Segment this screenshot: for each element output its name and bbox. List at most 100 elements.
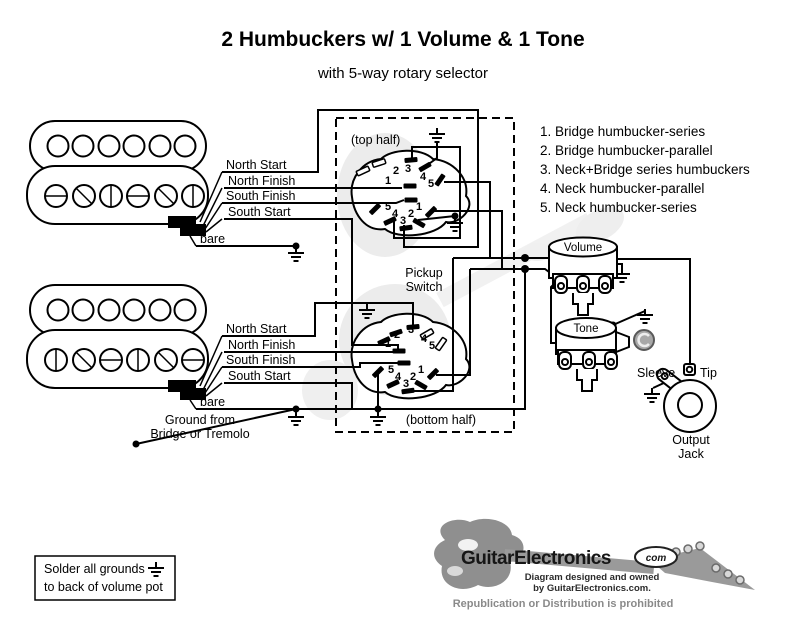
polepiece xyxy=(97,298,121,322)
logo-com-badge xyxy=(634,546,678,568)
switch-terminal xyxy=(377,336,391,346)
volume-mounting-bracket xyxy=(572,293,594,316)
solder-joint xyxy=(521,254,529,262)
lug-hole xyxy=(557,282,565,290)
polepiece xyxy=(71,298,95,322)
terminal-number: 2 xyxy=(394,329,400,341)
switch-terminal xyxy=(389,328,403,338)
wire-label: North Finish xyxy=(228,174,295,188)
switch-terminal xyxy=(386,379,400,389)
list-item: 5. Neck humbucker-series xyxy=(540,200,697,215)
wire-label: South Start xyxy=(228,369,291,383)
switch-terminal xyxy=(401,387,415,395)
wire-switch-link2 xyxy=(436,269,471,376)
switch-common-terminal xyxy=(392,348,406,354)
terminal-number: 1 xyxy=(385,175,391,187)
polepiece xyxy=(148,134,172,158)
tremolo-ground-note: Ground from xyxy=(165,413,235,427)
capacitor-lead xyxy=(615,330,630,354)
polepiece xyxy=(71,134,95,158)
terminal-number: 5 xyxy=(385,201,391,213)
terminal-number: 1 xyxy=(385,338,391,350)
switch-terminal xyxy=(418,161,432,173)
terminal-number: 2 xyxy=(408,208,414,220)
polepiece xyxy=(173,298,197,322)
solder-joint xyxy=(521,265,529,273)
tip-label: Tip xyxy=(700,366,717,380)
switch-terminal xyxy=(414,379,428,391)
footer-branding: GuitarElectronics com Diagram designed a… xyxy=(434,518,755,610)
bridge-humbucker xyxy=(26,284,209,400)
tone-label: Tone xyxy=(574,323,599,335)
switch-terminal xyxy=(399,224,413,232)
tuner xyxy=(711,563,721,573)
terminal-number: 2 xyxy=(410,371,416,383)
wire-bridge-south-start xyxy=(224,382,353,409)
solder-note-box: Solder all grounds to back of volume pot xyxy=(34,555,176,601)
logo-guitar-neck xyxy=(503,549,655,575)
ground-icon xyxy=(369,410,387,426)
screw-slot xyxy=(157,351,175,369)
wire-tone-ground xyxy=(612,310,646,326)
bottom-half-label: (bottom half) xyxy=(406,413,476,427)
wire-tremolo-ground xyxy=(135,408,297,445)
credit-line: Diagram designed and owned xyxy=(525,572,660,583)
output-jack-caption: Jack xyxy=(678,447,704,461)
wiring xyxy=(135,109,691,445)
switch-terminal xyxy=(434,173,446,187)
bridge-cable-jacket xyxy=(168,380,206,400)
tuner xyxy=(723,569,733,579)
lug-hole xyxy=(561,358,569,366)
tuner xyxy=(735,575,745,585)
jack-hole xyxy=(677,392,703,418)
tone-pot-top xyxy=(555,317,617,339)
watermark-speckle xyxy=(523,243,551,261)
lug-hole xyxy=(660,372,669,381)
copyright-notice: Republication or Distribution is prohibi… xyxy=(453,598,674,610)
polepiece xyxy=(46,298,70,322)
page-subtitle: with 5-way rotary selector xyxy=(317,65,488,82)
wire-bridge-south-finish xyxy=(222,362,403,368)
logo-guitar-highlight xyxy=(447,566,463,576)
switch-terminal xyxy=(412,217,426,229)
wire xyxy=(199,335,223,387)
terminal-number: 2 xyxy=(393,165,399,177)
terminal-number: 3 xyxy=(403,378,409,390)
terminal-number: 4 xyxy=(420,171,427,183)
wire-label: bare xyxy=(200,395,225,409)
wire-neck-south-finish xyxy=(222,199,405,204)
screw-polepieces xyxy=(44,184,205,208)
wire xyxy=(204,202,223,230)
lug-hole xyxy=(579,282,587,290)
list-item: 1. Bridge humbucker-series xyxy=(540,124,705,139)
volume-pot-top xyxy=(548,236,618,258)
tuner xyxy=(695,541,705,551)
terminal-number: 3 xyxy=(408,324,414,336)
pickup-switch-label: Switch xyxy=(406,280,443,294)
switch-terminal xyxy=(425,206,437,218)
polepiece xyxy=(173,134,197,158)
wire-switch-out1 xyxy=(444,181,491,258)
solder-joint xyxy=(132,440,140,448)
tremolo-ground-note: Bridge or Tremolo xyxy=(150,427,249,441)
wire xyxy=(205,218,223,233)
logo-guitar-highlight xyxy=(458,539,478,551)
wire-label: South Finish xyxy=(226,353,296,367)
list-item: 4. Neck humbucker-parallel xyxy=(540,181,704,196)
logo-com-text: com xyxy=(646,553,667,564)
switch-terminal xyxy=(383,216,397,226)
tone-pot: Tone xyxy=(555,317,655,392)
rotary-switch-bottom-terminals: 1 2 3 4 5 5 4 3 2 1 xyxy=(372,324,448,395)
lug-hole xyxy=(685,365,694,374)
terminal-number: 5 xyxy=(428,178,434,190)
solder-joint xyxy=(451,212,459,220)
volume-pot: Volume xyxy=(548,236,618,316)
terminal-number: 3 xyxy=(400,215,406,227)
solder-joint xyxy=(374,405,382,413)
terminal-number: 3 xyxy=(405,163,411,175)
neck-humbucker xyxy=(26,120,209,236)
switch-terminal xyxy=(355,165,371,177)
ground-icon xyxy=(428,127,446,143)
polepiece xyxy=(46,134,70,158)
wire-label: South Finish xyxy=(226,189,296,203)
